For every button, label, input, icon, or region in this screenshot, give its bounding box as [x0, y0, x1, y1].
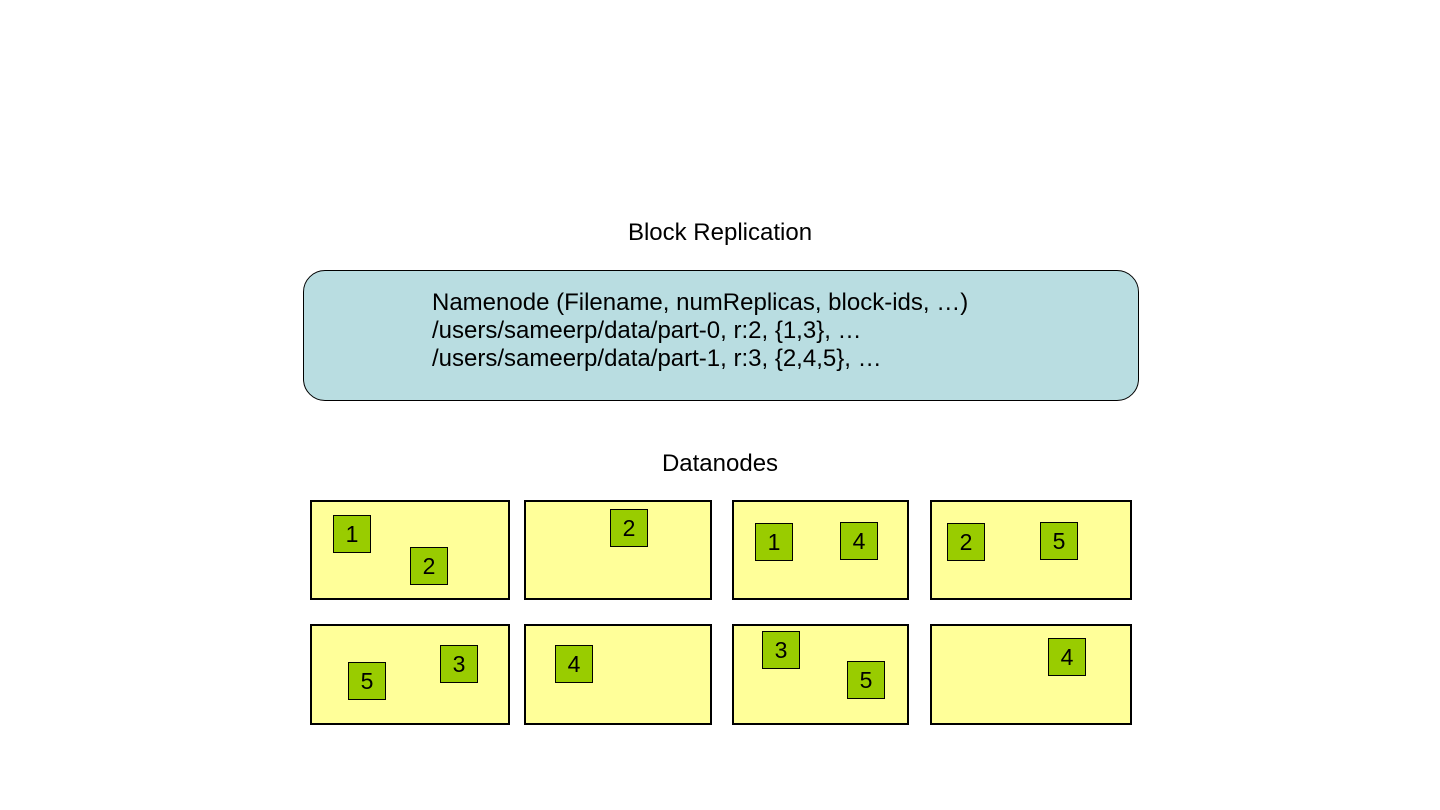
- datanode-box-1: 1 2: [310, 500, 510, 600]
- datanode-box-8: 4: [930, 624, 1132, 725]
- namenode-file-entry: /users/sameerp/data/part-0, r:2, {1,3}, …: [432, 317, 862, 344]
- block-chip: 5: [847, 661, 885, 699]
- block-chip: 4: [840, 522, 878, 560]
- block-chip: 4: [1048, 638, 1086, 676]
- datanode-box-6: 4: [524, 624, 712, 725]
- namenode-header-line: Namenode (Filename, numReplicas, block-i…: [432, 289, 969, 316]
- block-chip: 5: [348, 662, 386, 700]
- block-chip: 1: [755, 523, 793, 561]
- datanode-box-3: 1 4: [732, 500, 909, 600]
- datanode-box-5: 5 3: [310, 624, 510, 725]
- datanode-box-2: 2: [524, 500, 712, 600]
- block-chip: 1: [333, 515, 371, 553]
- block-chip: 2: [947, 523, 985, 561]
- block-chip: 3: [440, 645, 478, 683]
- datanodes-label: Datanodes: [661, 450, 779, 477]
- namenode-file-entry: /users/sameerp/data/part-1, r:3, {2,4,5}…: [432, 345, 882, 372]
- diagram-title: Block Replication: [627, 219, 813, 246]
- datanode-box-7: 3 5: [732, 624, 909, 725]
- namenode-box: Namenode (Filename, numReplicas, block-i…: [303, 270, 1139, 401]
- block-chip: 2: [610, 509, 648, 547]
- block-chip: 2: [410, 547, 448, 585]
- datanode-box-4: 2 5: [930, 500, 1132, 600]
- block-chip: 5: [1040, 522, 1078, 560]
- block-chip: 4: [555, 645, 593, 683]
- block-chip: 3: [762, 631, 800, 669]
